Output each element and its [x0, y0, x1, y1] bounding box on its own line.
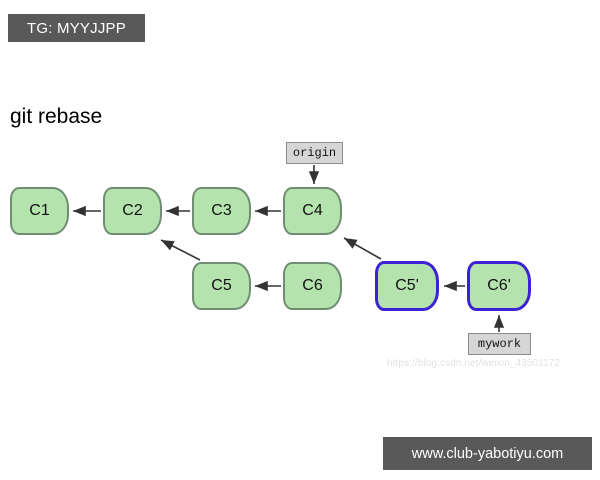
commit-label: C6': [487, 277, 511, 294]
commit-node-c3[interactable]: C3: [192, 187, 251, 235]
commit-label: C5': [395, 277, 419, 294]
commit-label: C3: [211, 202, 232, 219]
ref-label-mywork[interactable]: mywork: [468, 333, 531, 355]
commit-label: C5: [211, 277, 232, 294]
commit-node-c6[interactable]: C6: [283, 262, 342, 310]
commit-node-c1[interactable]: C1: [10, 187, 69, 235]
edge-c5-c2: [160, 239, 201, 261]
commit-node-c5[interactable]: C5: [192, 262, 251, 310]
site-banner-label: www.club-yabotiyu.com: [411, 445, 564, 462]
commit-label: C6: [302, 277, 323, 294]
site-banner: www.club-yabotiyu.com: [383, 437, 592, 470]
commit-node-c2[interactable]: C2: [103, 187, 162, 235]
tg-badge: TG: MYYJJPP: [8, 14, 145, 42]
commit-label: C4: [302, 202, 323, 219]
ref-label-origin[interactable]: origin: [286, 142, 343, 164]
edge-c5p-c4: [343, 237, 382, 260]
tg-badge-label: TG: MYYJJPP: [27, 19, 126, 37]
commit-label: C1: [29, 202, 50, 219]
page-title: git rebase: [10, 105, 103, 128]
commit-node-c6-prime[interactable]: C6': [467, 261, 531, 311]
commit-label: C2: [122, 202, 143, 219]
ref-label-text: mywork: [477, 337, 522, 351]
watermark: https://blog.csdn.net/weixin_43501172: [387, 358, 561, 369]
commit-node-c5-prime[interactable]: C5': [375, 261, 439, 311]
ref-label-text: origin: [292, 146, 337, 160]
commit-node-c4[interactable]: C4: [283, 187, 342, 235]
